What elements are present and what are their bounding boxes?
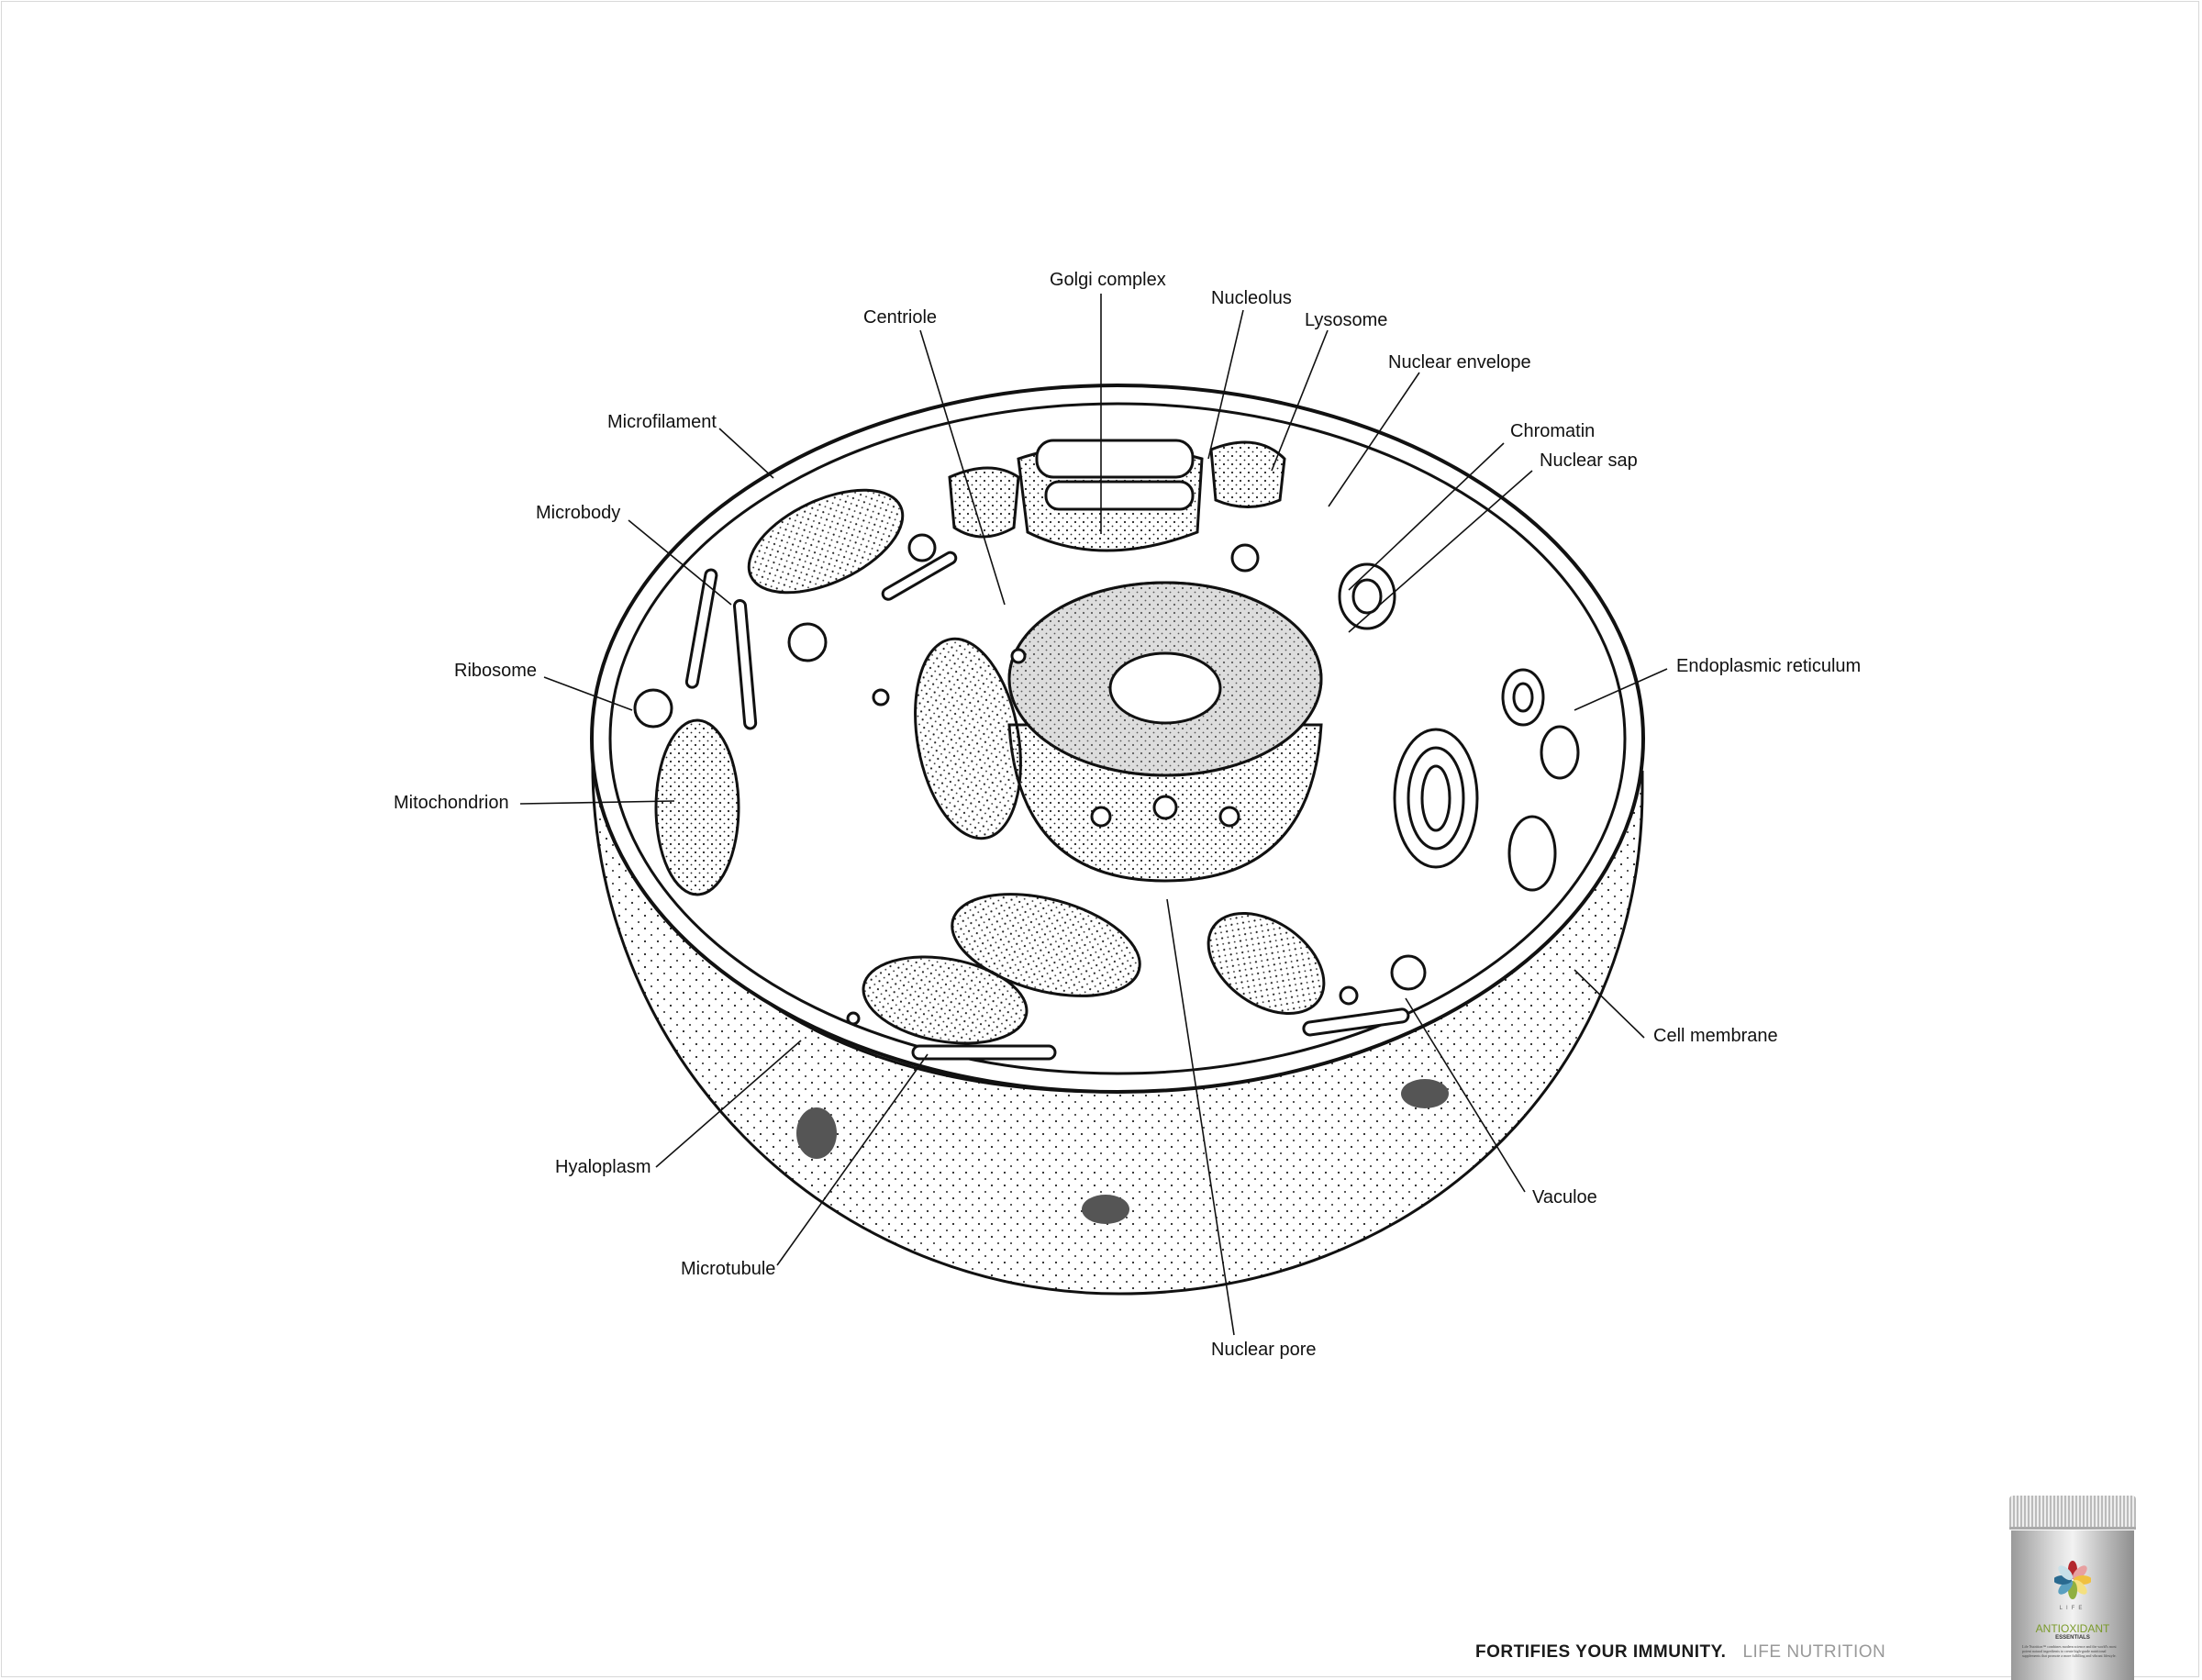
label-hyaloplasm: Hyaloplasm — [555, 1157, 651, 1177]
leader-lines — [519, 294, 1668, 1336]
label-golgi-complex: Golgi complex — [1050, 270, 1166, 290]
logo-petal — [2058, 1565, 2074, 1581]
logo-petal — [2072, 1579, 2087, 1595]
microtubules — [684, 551, 1410, 1061]
label-nuclear-sap: Nuclear sap — [1540, 451, 1638, 471]
label-nucleolus: Nucleolus — [1211, 288, 1292, 308]
cell-hemisphere — [591, 751, 1644, 1296]
nucleus — [1007, 581, 1323, 883]
endoplasmic-reticulum — [1338, 562, 1580, 892]
product-bottle: LIFE ANTIOXIDANT ESSENTIALS Life Nutriti… — [2009, 1496, 2136, 1680]
product-name: ANTIOXIDANT — [2035, 1622, 2110, 1635]
golgi-complex — [948, 439, 1286, 552]
headline: FORTIFIES YOUR IMMUNITY. — [1475, 1642, 1727, 1662]
label-nuclear-envelope: Nuclear envelope — [1388, 352, 1531, 373]
membrane-pit — [1401, 1079, 1449, 1108]
label-chromatin: Chromatin — [1510, 421, 1596, 441]
cell-membrane-inner — [608, 402, 1627, 1075]
label-mitochondrion: Mitochondrion — [394, 793, 509, 813]
vesicles — [633, 533, 1427, 1026]
tagline: FORTIFIES YOUR IMMUNITY. LIFE NUTRITION — [1475, 1642, 1885, 1663]
product-description: Life Nutrition™ combines modern science … — [2022, 1644, 2117, 1658]
label-microtubule: Microtubule — [681, 1259, 776, 1279]
product-subname: ESSENTIALS — [2055, 1635, 2090, 1641]
logo-text: LIFE — [2059, 1606, 2086, 1611]
label-microbody: Microbody — [536, 503, 621, 523]
mitochondria — [654, 488, 1326, 1045]
brand-name: LIFE NUTRITION — [1742, 1642, 1886, 1662]
life-logo-icon — [2054, 1561, 2091, 1599]
membrane-pit — [1082, 1195, 1129, 1224]
label-microfilament: Microfilament — [607, 412, 717, 432]
label-centriole: Centriole — [863, 307, 938, 328]
label-ribosome: Ribosome — [454, 661, 538, 681]
bottle-body: LIFE ANTIOXIDANT ESSENTIALS Life Nutriti… — [2011, 1530, 2134, 1680]
label-nuclear-pore: Nuclear pore — [1211, 1340, 1317, 1360]
label-vaculoe: Vaculoe — [1532, 1187, 1597, 1207]
label-lysosome: Lysosome — [1305, 310, 1388, 330]
logo-petal — [2058, 1579, 2074, 1595]
label-endoplasmic-reticulum: Endoplasmic reticulum — [1676, 656, 1862, 676]
bottle-cap — [2009, 1496, 2136, 1530]
label-cell-membrane: Cell membrane — [1653, 1026, 1778, 1046]
membrane-pit — [796, 1107, 837, 1159]
logo-petal — [2072, 1565, 2087, 1581]
